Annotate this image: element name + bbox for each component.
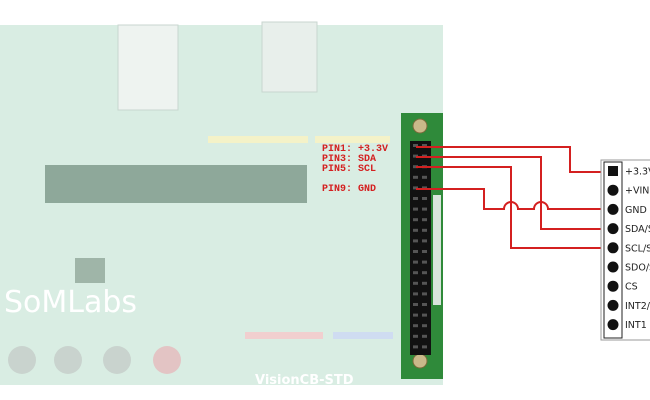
header-pin xyxy=(422,250,427,253)
header-pin xyxy=(413,345,418,349)
wire-sda xyxy=(416,156,612,230)
board-logo: SoMLabs xyxy=(4,285,137,320)
header-pin xyxy=(422,144,427,147)
pin-header-body xyxy=(410,141,431,355)
header-pin xyxy=(422,334,427,338)
header-pin xyxy=(422,218,427,222)
header-pin xyxy=(422,239,427,243)
header-pin xyxy=(413,292,418,296)
header-pin xyxy=(422,207,427,211)
header-pin xyxy=(422,345,427,349)
sensor-pin-label: +3.3V xyxy=(625,167,650,178)
sensor-pin-label: +VIN xyxy=(625,186,649,197)
sensor-pin xyxy=(607,203,619,215)
header-pin xyxy=(413,207,418,211)
header-pin xyxy=(413,218,418,222)
header-pin xyxy=(413,228,418,232)
gpio-header xyxy=(401,113,443,379)
header-pin xyxy=(413,197,418,200)
header-pin xyxy=(422,271,427,275)
header-pin xyxy=(413,154,418,158)
header-pin xyxy=(413,281,418,285)
som-slot xyxy=(45,165,307,203)
header-pin xyxy=(413,324,418,328)
header-pin xyxy=(422,260,427,264)
header-pin xyxy=(422,303,427,306)
pin-label: PIN3: SDA xyxy=(322,154,376,165)
header-pin xyxy=(413,313,418,317)
sensor-pin-label: SDO/S xyxy=(625,263,650,274)
sensor-pin-label: SDA/S xyxy=(625,224,650,235)
sensor-pin-label: GND xyxy=(625,205,647,216)
header-pin xyxy=(413,250,418,253)
header-pin xyxy=(413,303,418,306)
sensor-pin xyxy=(607,184,619,196)
sensor-pin xyxy=(607,261,619,273)
sensor-pin xyxy=(608,166,618,176)
header-pin xyxy=(422,292,427,296)
header-pin xyxy=(413,334,418,338)
sensor-pin-label: INT2/ xyxy=(625,301,650,312)
pin-labels: PIN1: +3.3V PIN3: SDA PIN5: SCL PIN9: GN… xyxy=(322,144,388,195)
pin-label: PIN5: SCL xyxy=(322,164,376,175)
sensor-pin-label: INT1 xyxy=(625,320,647,331)
wire-gnd xyxy=(416,188,612,210)
header-pin xyxy=(422,281,427,285)
header-pin xyxy=(413,144,418,147)
header-pin xyxy=(413,260,418,264)
header-pin xyxy=(413,175,418,179)
header-pin xyxy=(413,239,418,243)
header-pin xyxy=(422,324,427,328)
wires xyxy=(416,146,612,249)
sensor-pin-label: SCL/S xyxy=(625,243,650,254)
header-pin xyxy=(422,197,427,200)
board-name: VisionCB-STD xyxy=(255,373,354,388)
header-pin xyxy=(413,271,418,275)
header-pin xyxy=(422,313,427,317)
header-pin xyxy=(413,165,418,169)
wire-3v3 xyxy=(416,146,612,173)
header-pin xyxy=(422,175,427,179)
board: SoMLabs VisionCB-STD xyxy=(0,21,443,388)
pin-label: PIN9: GND xyxy=(322,184,376,195)
pin-label: PIN1: +3.3V xyxy=(322,144,388,155)
header-pin xyxy=(422,228,427,232)
sensor-pin xyxy=(607,319,619,331)
sensor-pin-label: CS xyxy=(625,282,638,293)
sensor-pin xyxy=(607,299,619,311)
sensor-module: +3.3V +VIN GND SDA/S SCL/S SDO/S CS INT2/INT1 xyxy=(600,159,650,341)
sensor-pin xyxy=(607,223,619,235)
header-pin xyxy=(422,186,427,190)
sensor-pin xyxy=(607,280,619,292)
header-pin xyxy=(413,186,418,190)
sensor-pin xyxy=(607,242,619,254)
wire-scl xyxy=(416,166,612,249)
